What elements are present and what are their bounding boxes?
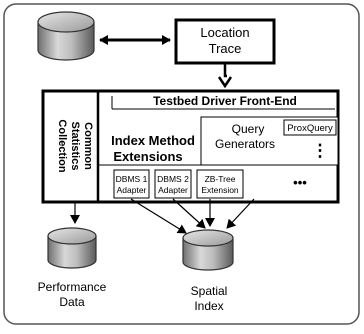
common-stats-line3: Collection: [56, 119, 68, 172]
database-icon: [37, 11, 95, 61]
testbed-driver-box: Testbed Driver Front-End: [111, 94, 335, 110]
adapter-dbms1-line1: DBMS 1: [116, 174, 148, 184]
down-arrow-head: [217, 76, 233, 89]
common-stats-line2: Statistics: [69, 122, 81, 171]
adapter-zbtree-line1: ZB-Tree: [205, 174, 236, 184]
query-generators-line1: Query: [232, 122, 265, 136]
adapter-dbms2-line1: DBMS 2: [157, 174, 189, 184]
performance-data-line2: Data: [59, 295, 85, 309]
adapter-dbms2-line2: Adapter: [158, 185, 188, 195]
proxquery-label: ProxQuery: [287, 123, 333, 134]
proxquery-box: [283, 119, 337, 136]
common-stats-line1: Common: [82, 122, 94, 170]
location-trace-line1: Location: [200, 25, 249, 40]
adapter-dbms1: DBMS 1 Adapter: [113, 169, 150, 199]
query-generators-line2: Generators: [215, 137, 275, 151]
vertical-ellipsis: ⋮: [312, 141, 329, 160]
location-trace-box: Location Trace: [174, 18, 276, 65]
index-method-line2: Extensions: [113, 149, 182, 164]
dbms1-to-index-arrow: [130, 198, 187, 234]
adapter-zbtree: ZB-Tree Extension: [196, 169, 244, 199]
testbed-driver-label: Testbed Driver Front-End: [153, 94, 297, 108]
common-stats-label: Common Statistics Collection: [56, 119, 94, 172]
spatial-index-cylinder-icon: [182, 229, 234, 271]
adapter-dbms2: DBMS 2 Adapter: [154, 169, 192, 199]
outer-frame: [3, 3, 360, 325]
location-trace-line2: Trace: [209, 41, 242, 56]
adapter-dbms1-line2: Adapter: [117, 185, 147, 195]
index-method-line1: Index Method: [111, 133, 195, 148]
spatial-index-line1: Spatial: [191, 284, 228, 298]
dbms2-to-index-arrow: [172, 198, 206, 229]
down-arrow-shaft: [223, 63, 227, 78]
query-generators-box: Query Generators ProxQuery ⋮: [200, 116, 339, 166]
horizontal-ellipsis: •••: [293, 175, 307, 190]
performance-data-line1: Performance: [38, 280, 107, 294]
spatial-index-line2: Index: [194, 299, 223, 313]
adapter-zbtree-line2: Extension: [201, 185, 239, 195]
performance-data-cylinder-icon: [47, 227, 97, 269]
ellipsis-to-index-arrow: [226, 198, 255, 229]
